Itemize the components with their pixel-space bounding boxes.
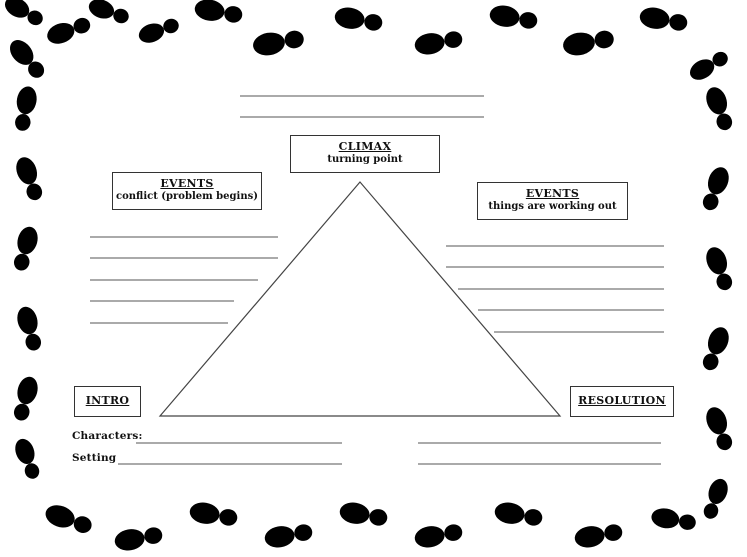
resolution-heading: RESOLUTION (578, 394, 666, 407)
intro-box: INTRO (74, 386, 141, 417)
characters-label: Characters: (72, 430, 143, 442)
intro-heading: INTRO (85, 394, 130, 407)
falling-events-heading: EVENTS (525, 187, 580, 200)
climax-heading: CLIMAX (338, 140, 392, 153)
resolution-box: RESOLUTION (570, 386, 674, 417)
climax-box: CLIMAX turning point (290, 135, 440, 173)
falling-events-subtitle: things are working out (488, 201, 617, 212)
plot-triangle (158, 181, 562, 417)
rising-events-subtitle: conflict (problem begins) (116, 191, 258, 202)
setting-label: Setting (72, 452, 117, 464)
rising-events-heading: EVENTS (160, 177, 214, 190)
climax-subtitle: turning point (327, 154, 403, 165)
rising-events-box: EVENTS conflict (problem begins) (112, 172, 262, 210)
falling-events-box: EVENTS things are working out (477, 182, 628, 220)
